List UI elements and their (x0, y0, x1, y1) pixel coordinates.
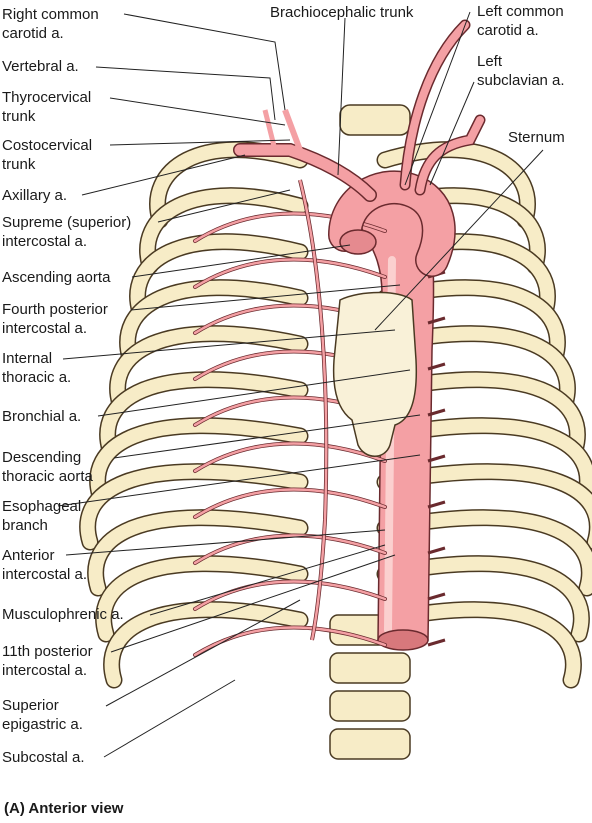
leader-line (57, 454, 421, 507)
leader-line (110, 554, 396, 653)
leader-line (113, 414, 421, 459)
vertebral-artery (262, 109, 278, 151)
intercostal-artery (193, 626, 387, 657)
intercostal-stub-left (427, 362, 446, 371)
intercostal-artery (193, 488, 387, 519)
left-common-carotid-artery (401, 21, 469, 189)
label-musculophrenic: Musculophrenic a. (2, 606, 124, 623)
vertebra-top (339, 104, 411, 136)
aortic-arch-branches (233, 19, 486, 277)
intercostal-artery (193, 212, 387, 243)
label-bronchial: Bronchial a. (2, 408, 82, 425)
intercostal-artery (193, 442, 387, 473)
rib-right-back (110, 326, 307, 411)
rib-left-back (378, 464, 592, 549)
intercostal-artery (193, 534, 387, 565)
intercostal-stub-left (427, 316, 446, 325)
leader-line (103, 679, 236, 758)
intercostal-stub-left (427, 638, 446, 647)
leader-line (374, 149, 544, 331)
label-supreme-intercostal: Supreme (superior)intercostal a. (2, 214, 132, 250)
figure-caption: (A) Anterior view (4, 800, 124, 817)
leader-line (81, 154, 246, 196)
rib-right-back (130, 234, 307, 319)
leader-line (65, 529, 386, 556)
aortic-arch (329, 171, 455, 276)
intercostal-stub-left (427, 454, 446, 463)
intercostal-artery (193, 258, 387, 289)
ascending-aorta-cut (339, 229, 377, 255)
leader-line (404, 11, 471, 186)
label-brachiocephalic-trunk: Brachiocephalic trunk (270, 4, 414, 21)
left-subclavian-artery (416, 116, 484, 194)
rib-left-back (378, 326, 575, 411)
rib-left-back (378, 142, 535, 227)
rib-right-back (90, 418, 307, 503)
brachiocephalic-trunk (234, 144, 376, 201)
leader-line (130, 284, 401, 311)
intercostal-stub-left (427, 500, 446, 509)
rib-right-back (80, 464, 307, 549)
internal-thoracic-artery (298, 179, 328, 641)
intercostal-stub-left (427, 408, 446, 417)
leader-line (105, 599, 301, 707)
right-common-carotid-artery (282, 108, 303, 152)
leader-line (123, 13, 286, 111)
rib-left-back (378, 418, 592, 503)
rib-right-back (96, 556, 307, 641)
vertebra (329, 690, 411, 722)
intercostal-stub-left (427, 546, 446, 555)
rib-left-back (378, 510, 592, 595)
leader-line (97, 369, 411, 417)
leader-line (337, 17, 346, 176)
rib-left-back (378, 556, 589, 641)
aorta-cut-end (377, 629, 429, 651)
rib-left-back (378, 372, 585, 457)
vertebra (329, 652, 411, 684)
leader-line (62, 329, 396, 360)
label-axillary: Axillary a. (2, 187, 68, 204)
leader-line (429, 81, 475, 186)
leader-line (157, 189, 291, 223)
label-vertebral: Vertebral a. (2, 58, 79, 75)
vertebra (329, 728, 411, 760)
rib-right-back (100, 372, 307, 457)
label-subcostal: Subcostal a. (2, 749, 85, 766)
rib-right-back (88, 510, 307, 595)
intercostal-artery (193, 580, 387, 611)
intercostal-stub-left (427, 592, 446, 601)
leader-line (109, 97, 286, 126)
leader-line (131, 244, 351, 278)
rib-right-back (120, 280, 307, 365)
rib-left-back (378, 602, 581, 687)
leader-line (109, 139, 291, 146)
label-sternum: Sternum (508, 129, 565, 146)
leader-lines (57, 11, 544, 758)
label-ascending-aorta: Ascending aorta (2, 269, 111, 286)
leader-line (95, 66, 276, 121)
rib-right-back (140, 188, 307, 273)
leader-line (149, 544, 386, 616)
rib-right-back (104, 602, 307, 687)
